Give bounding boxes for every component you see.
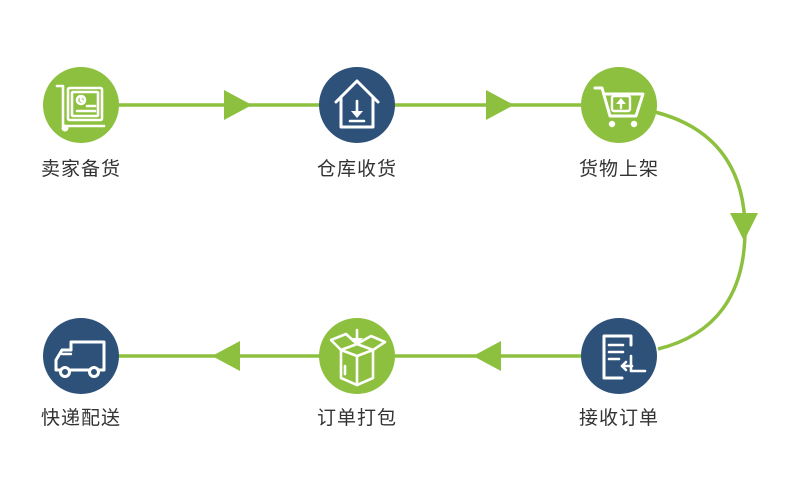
- shopping-cart-upload-icon: [593, 86, 645, 128]
- step-label-warehouse-receive: 仓库收货: [316, 158, 397, 180]
- open-box-icon: [329, 328, 387, 387]
- step-node-6: [43, 318, 119, 394]
- connector-3-4: [654, 110, 747, 351]
- step-node-4: [581, 318, 657, 394]
- step-label-express-delivery: 快递配送: [40, 407, 121, 429]
- arrow-right-1: [224, 90, 252, 120]
- warehouse-download-icon: [334, 79, 380, 129]
- step-node-3: [581, 67, 657, 143]
- order-document-icon: [602, 334, 647, 380]
- delivery-truck-icon: [54, 340, 106, 378]
- step-nodes: [43, 67, 657, 394]
- step-label-order-packing: 订单打包: [316, 407, 397, 429]
- arrow-right-2: [486, 90, 514, 120]
- flow-connectors: [118, 103, 747, 358]
- step-label-receive-order: 接收订单: [578, 407, 659, 429]
- flow-arrowheads: [212, 90, 758, 371]
- step-label-goods-shelving: 货物上架: [578, 158, 659, 180]
- step-label-seller-prepare: 卖家备货: [40, 158, 121, 180]
- hand-truck-icon: [55, 84, 106, 132]
- arrow-down: [730, 213, 758, 241]
- arrow-left-1: [473, 341, 501, 371]
- arrow-left-2: [212, 341, 240, 371]
